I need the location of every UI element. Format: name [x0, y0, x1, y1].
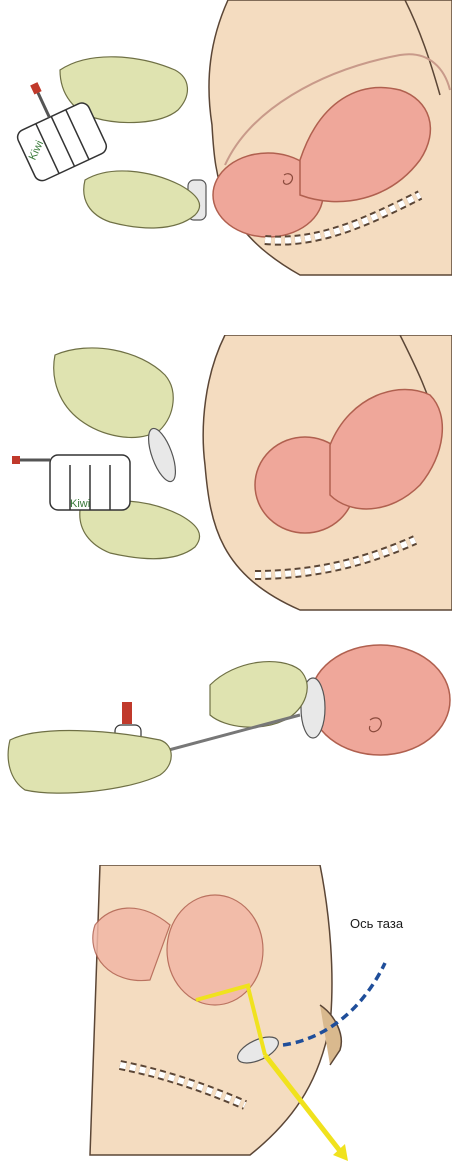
panel-traction — [0, 865, 452, 1166]
upper-gloved-hand — [54, 348, 173, 437]
pump-tip — [122, 702, 132, 724]
fetal-head — [310, 645, 450, 755]
vacuum-cup — [143, 425, 181, 484]
kiwi-label: Kiwi — [70, 498, 90, 510]
panel-positioning-drawing: Kiwi — [0, 335, 452, 625]
panel-traction-drawing — [0, 865, 452, 1166]
panel-application-drawing — [0, 640, 452, 850]
lower-gloved-hand — [84, 171, 200, 228]
pelvic-axis-label: Ось таза — [350, 916, 403, 931]
panel-application — [0, 640, 452, 850]
panel-positioning: Kiwi — [0, 335, 452, 625]
panel-insertion-drawing: Kiwi — [0, 0, 452, 290]
left-gloved-hand — [8, 731, 171, 794]
panel-insertion: Kiwi — [0, 0, 452, 290]
